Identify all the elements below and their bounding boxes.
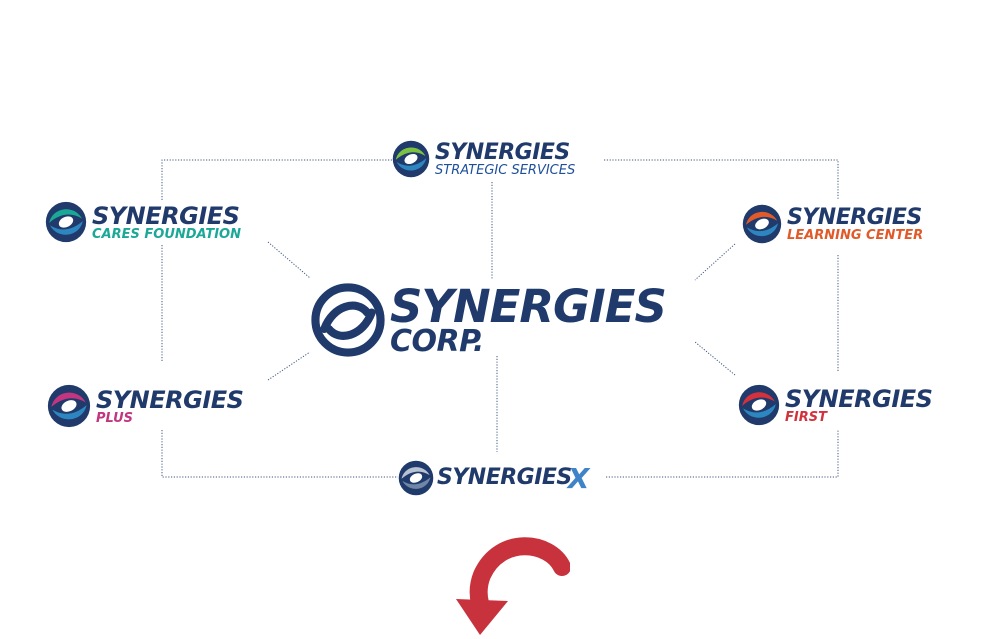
strategic-wordmark: SYNERGIES (435, 139, 570, 165)
red-swirl-icon (738, 384, 780, 426)
synergies-swirl-icon (311, 283, 385, 357)
logo-synergies-first: SYNERGIES FIRST (738, 384, 933, 426)
connector-bottom-left (161, 430, 398, 478)
corp-subtitle: CORP. (390, 323, 484, 359)
plus-subtitle: PLUS (96, 410, 134, 426)
first-subtitle: FIRST (785, 409, 827, 425)
plus-wordmark: SYNERGIES (96, 385, 244, 414)
logo-synergies-x: SYNERGIES X (398, 460, 589, 496)
cares-subtitle: CARES FOUNDATION (92, 226, 241, 242)
connector-learning-center (694, 243, 736, 281)
connector-top-right (604, 159, 839, 200)
first-wordmark: SYNERGIES (785, 384, 933, 413)
corp-wordmark: SYNERGIES (390, 279, 667, 333)
logo-synergies-learning-center: SYNERGIES LEARNING CENTER (742, 204, 923, 244)
curved-down-arrow-icon (456, 537, 570, 635)
x-wordmark: SYNERGIES (437, 465, 572, 490)
orange-swirl-icon (742, 204, 782, 244)
learning-wordmark: SYNERGIES (787, 204, 922, 230)
green-swirl-icon (392, 140, 430, 178)
learning-subtitle: LEARNING CENTER (787, 227, 924, 243)
logo-synergies-cares-foundation: SYNERGIES CARES FOUNDATION (45, 201, 241, 243)
connector-first-center (694, 341, 736, 376)
cares-wordmark: SYNERGIES (92, 201, 240, 230)
strategic-subtitle: STRATEGIC SERVICES (435, 162, 576, 178)
connector-cares-center (267, 241, 311, 279)
teal-swirl-icon (45, 201, 87, 243)
magenta-swirl-icon (47, 384, 91, 428)
connector-bottom-right (606, 430, 839, 478)
connector-top-left (161, 159, 392, 200)
silver-swirl-icon (398, 460, 434, 496)
logo-synergies-plus: SYNERGIES PLUS (47, 384, 244, 428)
logo-synergies-corp: SYNERGIES CORP. (311, 279, 667, 359)
connector-plus-center (267, 351, 311, 381)
logo-synergies-strategic-services: SYNERGIES STRATEGIC SERVICES (392, 140, 575, 178)
x-accent-letter: X (567, 461, 590, 495)
